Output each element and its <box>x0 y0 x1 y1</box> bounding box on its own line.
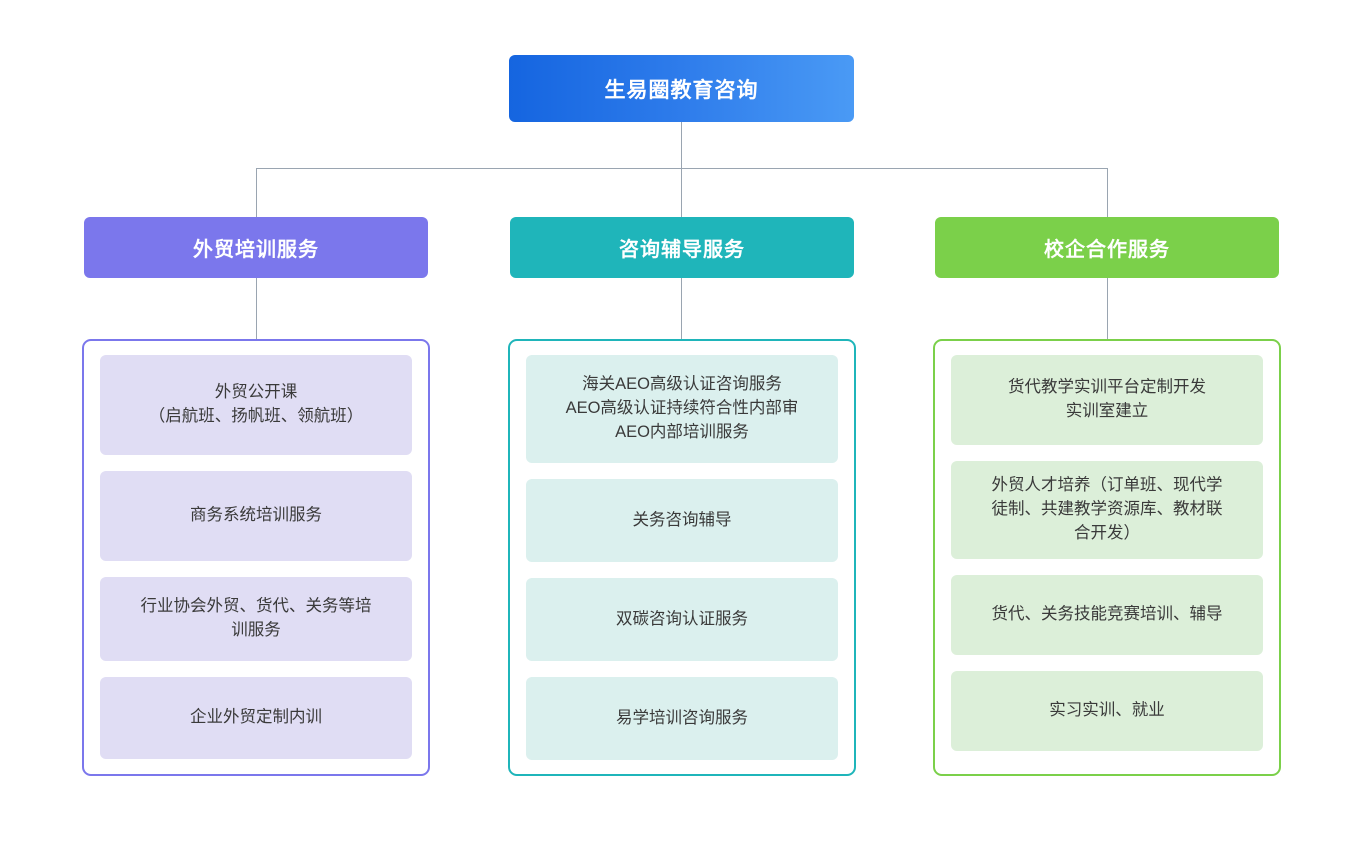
connector-bus-to-col-2 <box>1107 168 1108 217</box>
service-item[interactable]: 海关AEO高级认证咨询服务 AEO高级认证持续符合性内部审 AEO内部培训服务 <box>526 355 838 464</box>
service-item[interactable]: 实习实训、就业 <box>951 671 1263 751</box>
category-header-2[interactable]: 校企合作服务 <box>935 217 1279 278</box>
item-container-1: 海关AEO高级认证咨询服务 AEO高级认证持续符合性内部审 AEO内部培训服务 … <box>508 339 856 776</box>
item-container-0: 外贸公开课 （启航班、扬帆班、领航班） 商务系统培训服务 行业协会外贸、货代、关… <box>82 339 430 776</box>
connector-col-2-header-to-items <box>1107 278 1108 339</box>
category-header-0-label: 外贸培训服务 <box>193 239 319 261</box>
root-node-label: 生易圈教育咨询 <box>604 78 759 102</box>
service-item[interactable]: 关务咨询辅导 <box>526 479 838 563</box>
service-item[interactable]: 货代、关务技能竞赛培训、辅导 <box>951 575 1263 655</box>
service-item[interactable]: 行业协会外贸、货代、关务等培 训服务 <box>100 577 412 661</box>
item-container-2: 货代教学实训平台定制开发 实训室建立 外贸人才培养（订单班、现代学 徒制、共建教… <box>933 339 1281 776</box>
category-header-1[interactable]: 咨询辅导服务 <box>510 217 854 278</box>
service-item[interactable]: 商务系统培训服务 <box>100 471 412 561</box>
category-header-1-label: 咨询辅导服务 <box>619 239 745 261</box>
service-item[interactable]: 外贸公开课 （启航班、扬帆班、领航班） <box>100 355 412 455</box>
connector-bus-to-col-1 <box>681 168 682 217</box>
connector-col-1-header-to-items <box>681 278 682 339</box>
service-item[interactable]: 易学培训咨询服务 <box>526 677 838 760</box>
category-header-2-label: 校企合作服务 <box>1044 239 1170 261</box>
service-item[interactable]: 企业外贸定制内训 <box>100 677 412 759</box>
connector-col-0-header-to-items <box>256 278 257 339</box>
service-item[interactable]: 货代教学实训平台定制开发 实训室建立 <box>951 355 1263 445</box>
connector-root-stem <box>681 122 682 168</box>
root-node[interactable]: 生易圈教育咨询 <box>509 55 854 122</box>
category-header-0[interactable]: 外贸培训服务 <box>84 217 428 278</box>
service-item[interactable]: 双碳咨询认证服务 <box>526 578 838 662</box>
service-item[interactable]: 外贸人才培养（订单班、现代学 徒制、共建教学资源库、教材联 合开发） <box>951 461 1263 559</box>
connector-bus-to-col-0 <box>256 168 257 217</box>
